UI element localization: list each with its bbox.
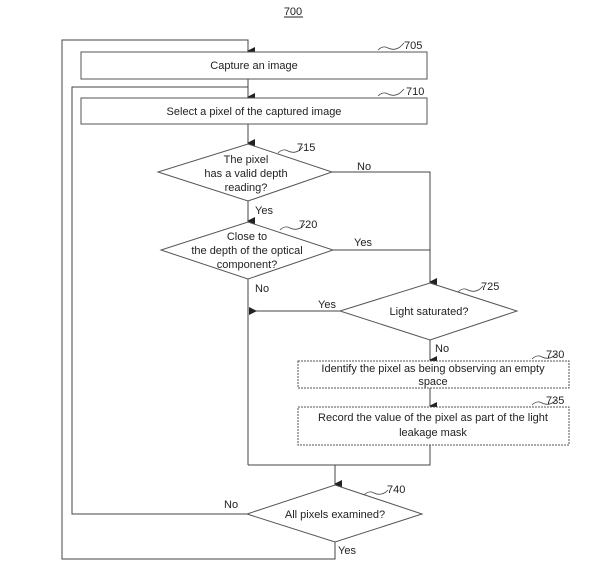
ref-705: 705 [404, 40, 422, 52]
leader-725 [457, 285, 484, 293]
process-730-line-2: space [418, 376, 447, 388]
leader-710 [377, 88, 405, 97]
decision-720-line-1: Close to [227, 231, 267, 243]
edge-740-no-label: No [224, 499, 238, 511]
leader-740 [363, 489, 389, 496]
ref-725: 725 [481, 281, 499, 293]
decision-740-text: All pixels examined? [285, 509, 385, 521]
ref-735: 735 [546, 395, 564, 407]
edge-715-yes-label: Yes [255, 205, 273, 217]
process-735-line-1: Record the value of the pixel as part of… [318, 412, 548, 424]
process-710-text: Select a pixel of the captured image [167, 106, 342, 118]
ref-730: 730 [546, 349, 564, 361]
edge-725-yes-label: Yes [318, 299, 336, 311]
leader-720 [279, 223, 306, 231]
edge-725-no-label: No [435, 343, 449, 355]
edge-740-no-loop [71, 86, 255, 515]
decision-720-line-3: component? [217, 259, 278, 271]
leader-730 [531, 353, 557, 360]
process-box-730 [297, 360, 570, 389]
leader-735 [531, 399, 557, 406]
edge-715-no [332, 171, 437, 286]
process-735-line-2: leakage mask [399, 427, 467, 439]
decision-715-line-2: has a valid depth [204, 168, 287, 180]
process-box-710 [80, 97, 428, 125]
process-705-text: Capture an image [210, 60, 297, 72]
decision-720-line-2: the depth of the optical [191, 245, 302, 257]
process-box-735 [297, 406, 570, 446]
edge-720-yes-label: Yes [354, 237, 372, 249]
decision-715-line-3: reading? [225, 182, 268, 194]
ref-710: 710 [406, 86, 424, 98]
decision-740 [245, 484, 424, 543]
edge-720-no-label: No [255, 283, 269, 295]
leader-705 [377, 42, 405, 51]
ref-740: 740 [387, 484, 405, 496]
process-box-705 [80, 51, 428, 80]
leader-715 [277, 146, 304, 154]
process-730-line-1: Identify the pixel as being observing an… [321, 363, 545, 375]
edge-740-yes-label: Yes [338, 545, 356, 557]
decision-725-text: Light saturated? [390, 306, 469, 318]
edge-715-no-label: No [357, 161, 371, 173]
decision-715-line-1: The pixel [224, 154, 269, 166]
edge-740-yes-loop [61, 39, 336, 560]
edge-735-join [248, 445, 431, 466]
ref-720: 720 [299, 219, 317, 231]
ref-715: 715 [297, 142, 315, 154]
figure-number: 700 [284, 6, 302, 18]
